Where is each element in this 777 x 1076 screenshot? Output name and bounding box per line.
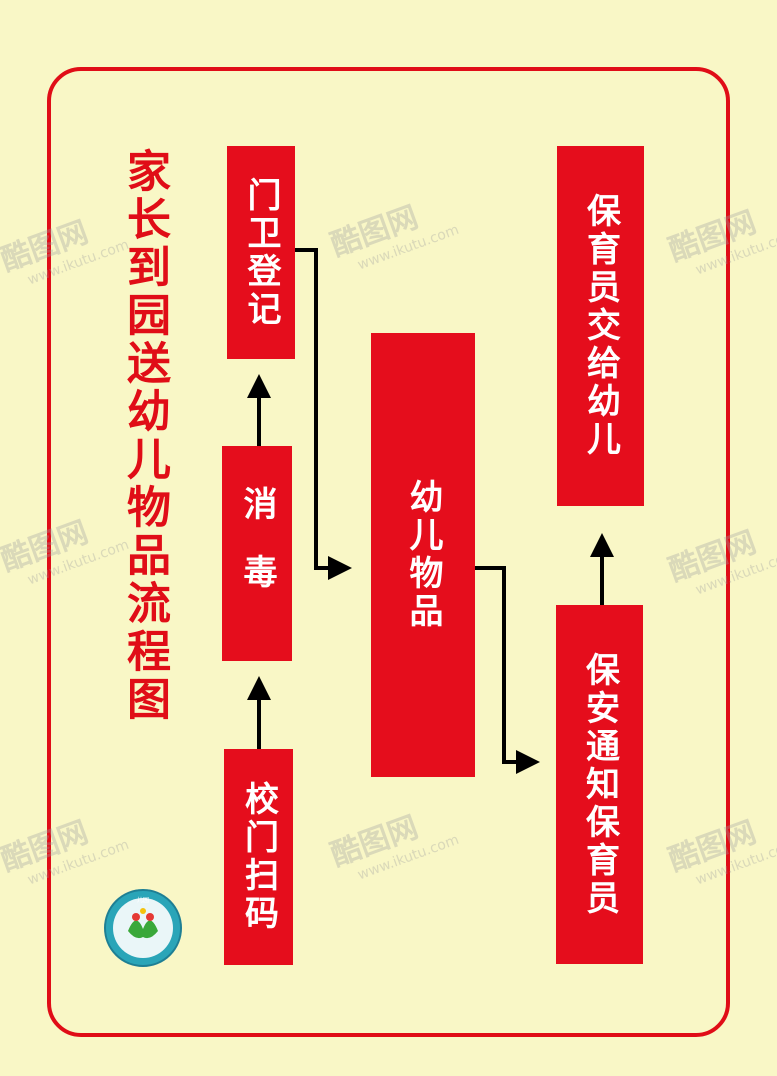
step-hand-to-child: 保育员交给幼儿 — [557, 146, 644, 506]
diagram-frame — [47, 67, 730, 1037]
kindergarten-logo: 儿园 — [104, 889, 182, 967]
step-disinfect-label: 消毒 — [237, 485, 277, 622]
step-hand-to-child-label: 保育员交给幼儿 — [580, 193, 621, 459]
step-guard-register-label: 门卫登记 — [241, 176, 281, 329]
step-child-items: 幼儿物品 — [371, 333, 475, 777]
step-guard-register: 门卫登记 — [227, 146, 295, 359]
logo-emblem-icon: 儿园 — [113, 897, 173, 958]
step-gate-scan: 校门扫码 — [224, 749, 293, 965]
logo-text: 儿园 — [137, 897, 149, 904]
step-notify-teacher: 保安通知保育员 — [556, 605, 643, 964]
step-notify-teacher-label: 保安通知保育员 — [579, 651, 620, 918]
step-child-items-label: 幼儿物品 — [403, 479, 443, 631]
diagram-title: 家长到园送幼儿物品流程图 — [119, 148, 170, 724]
step-disinfect: 消毒 — [222, 446, 292, 661]
step-gate-scan-label: 校门扫码 — [238, 781, 279, 933]
